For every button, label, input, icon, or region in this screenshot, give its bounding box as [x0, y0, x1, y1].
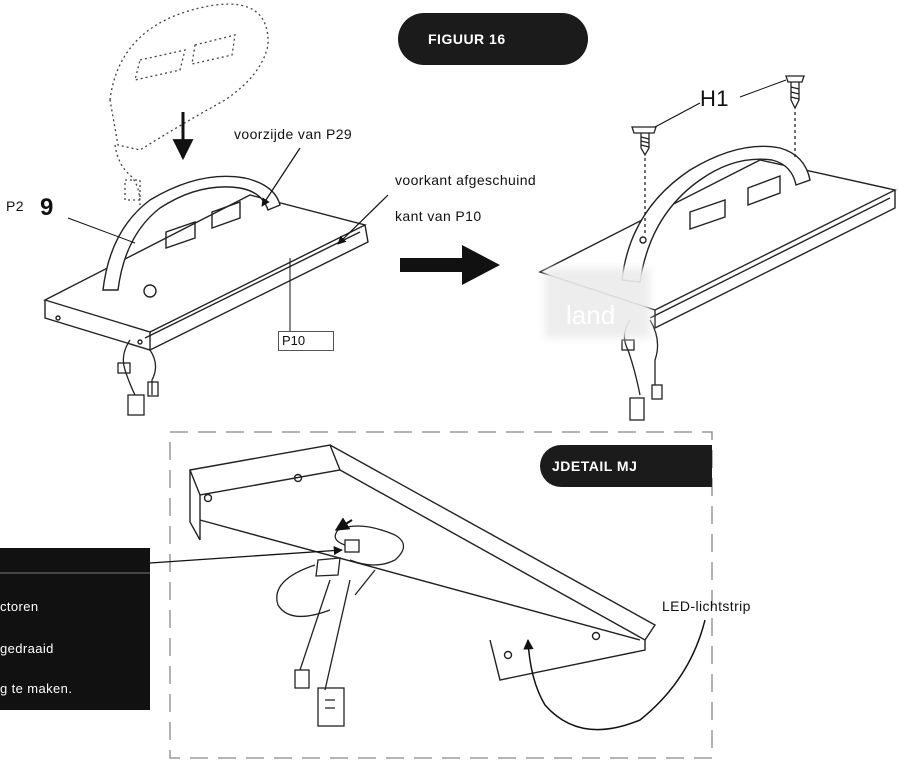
figure-title-badge: FIGUUR 16 [398, 13, 588, 65]
detail-title: JDETAIL MJ [552, 458, 638, 474]
cable-left [117, 339, 159, 416]
label-p29-small: P2 [6, 198, 24, 214]
callout-bevel [337, 194, 389, 245]
detail-connectors [276, 525, 405, 727]
smudge-text: land [566, 300, 616, 330]
detail-channel [189, 444, 657, 681]
figure-title: FIGUUR 16 [428, 31, 506, 47]
label-bevel-edge: kant van P10 [395, 208, 482, 224]
label-p29-large: 9 [40, 194, 54, 221]
label-front-bevel: voorkant afgeschuind [395, 172, 537, 188]
smudge-overlay [545, 268, 650, 338]
h1-leader-left [654, 102, 701, 128]
label-h1: H1 [700, 86, 729, 111]
callout-front-p29 [261, 147, 301, 207]
callout-p29 [67, 217, 136, 244]
label-led-strip: LED-lichtstrip [662, 598, 751, 614]
label-p10: P10 [278, 331, 334, 351]
note-divider [0, 572, 150, 574]
detail-title-badge: JDETAIL MJ [540, 445, 712, 487]
screw-right [785, 75, 805, 160]
instruction-note-box: ctoren gedraaid g te maken. [0, 548, 150, 710]
p29-arc-right [621, 145, 811, 283]
p10-base-left [43, 194, 369, 351]
led-strip-arrow [523, 619, 706, 731]
detail-frame [169, 431, 713, 759]
dashed-cover-part [109, 3, 269, 206]
p29-arc-left [102, 175, 281, 291]
note-line-1: ctoren [0, 599, 39, 614]
detail-callout-connector [149, 546, 343, 564]
cable-right [621, 319, 663, 421]
detail-small-arrow [334, 517, 353, 531]
label-front-p29: voorzijde van P29 [234, 126, 353, 142]
transition-arrow [400, 245, 500, 285]
note-line-2: gedraaid [0, 641, 54, 656]
screw-left [631, 126, 657, 235]
note-line-3: g te maken. [0, 681, 73, 696]
h1-leader-right [739, 79, 787, 98]
